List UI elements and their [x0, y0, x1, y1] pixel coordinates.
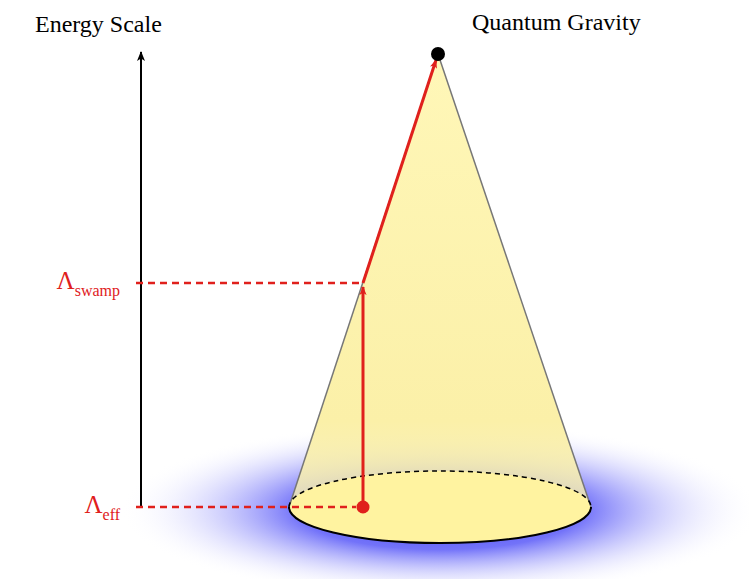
- apex-label: Quantum Gravity: [472, 9, 641, 35]
- cone-edge: [289, 54, 438, 507]
- flow-arrow: [362, 287, 365, 507]
- axis-title: Energy Scale: [35, 11, 162, 37]
- flow-arrow: [363, 60, 436, 283]
- energy-axis: [140, 52, 142, 507]
- scale-label: Λeff: [84, 491, 120, 524]
- level-line: [136, 282, 363, 285]
- base-front-edge: [289, 507, 591, 543]
- apex-dot: [431, 47, 445, 61]
- cone-body: [289, 54, 591, 543]
- start-dot: [357, 501, 370, 514]
- base-back-edge: [289, 471, 591, 507]
- level-line: [136, 506, 356, 509]
- cone-edge: [438, 54, 591, 507]
- scale-label: Λswamp: [57, 267, 120, 300]
